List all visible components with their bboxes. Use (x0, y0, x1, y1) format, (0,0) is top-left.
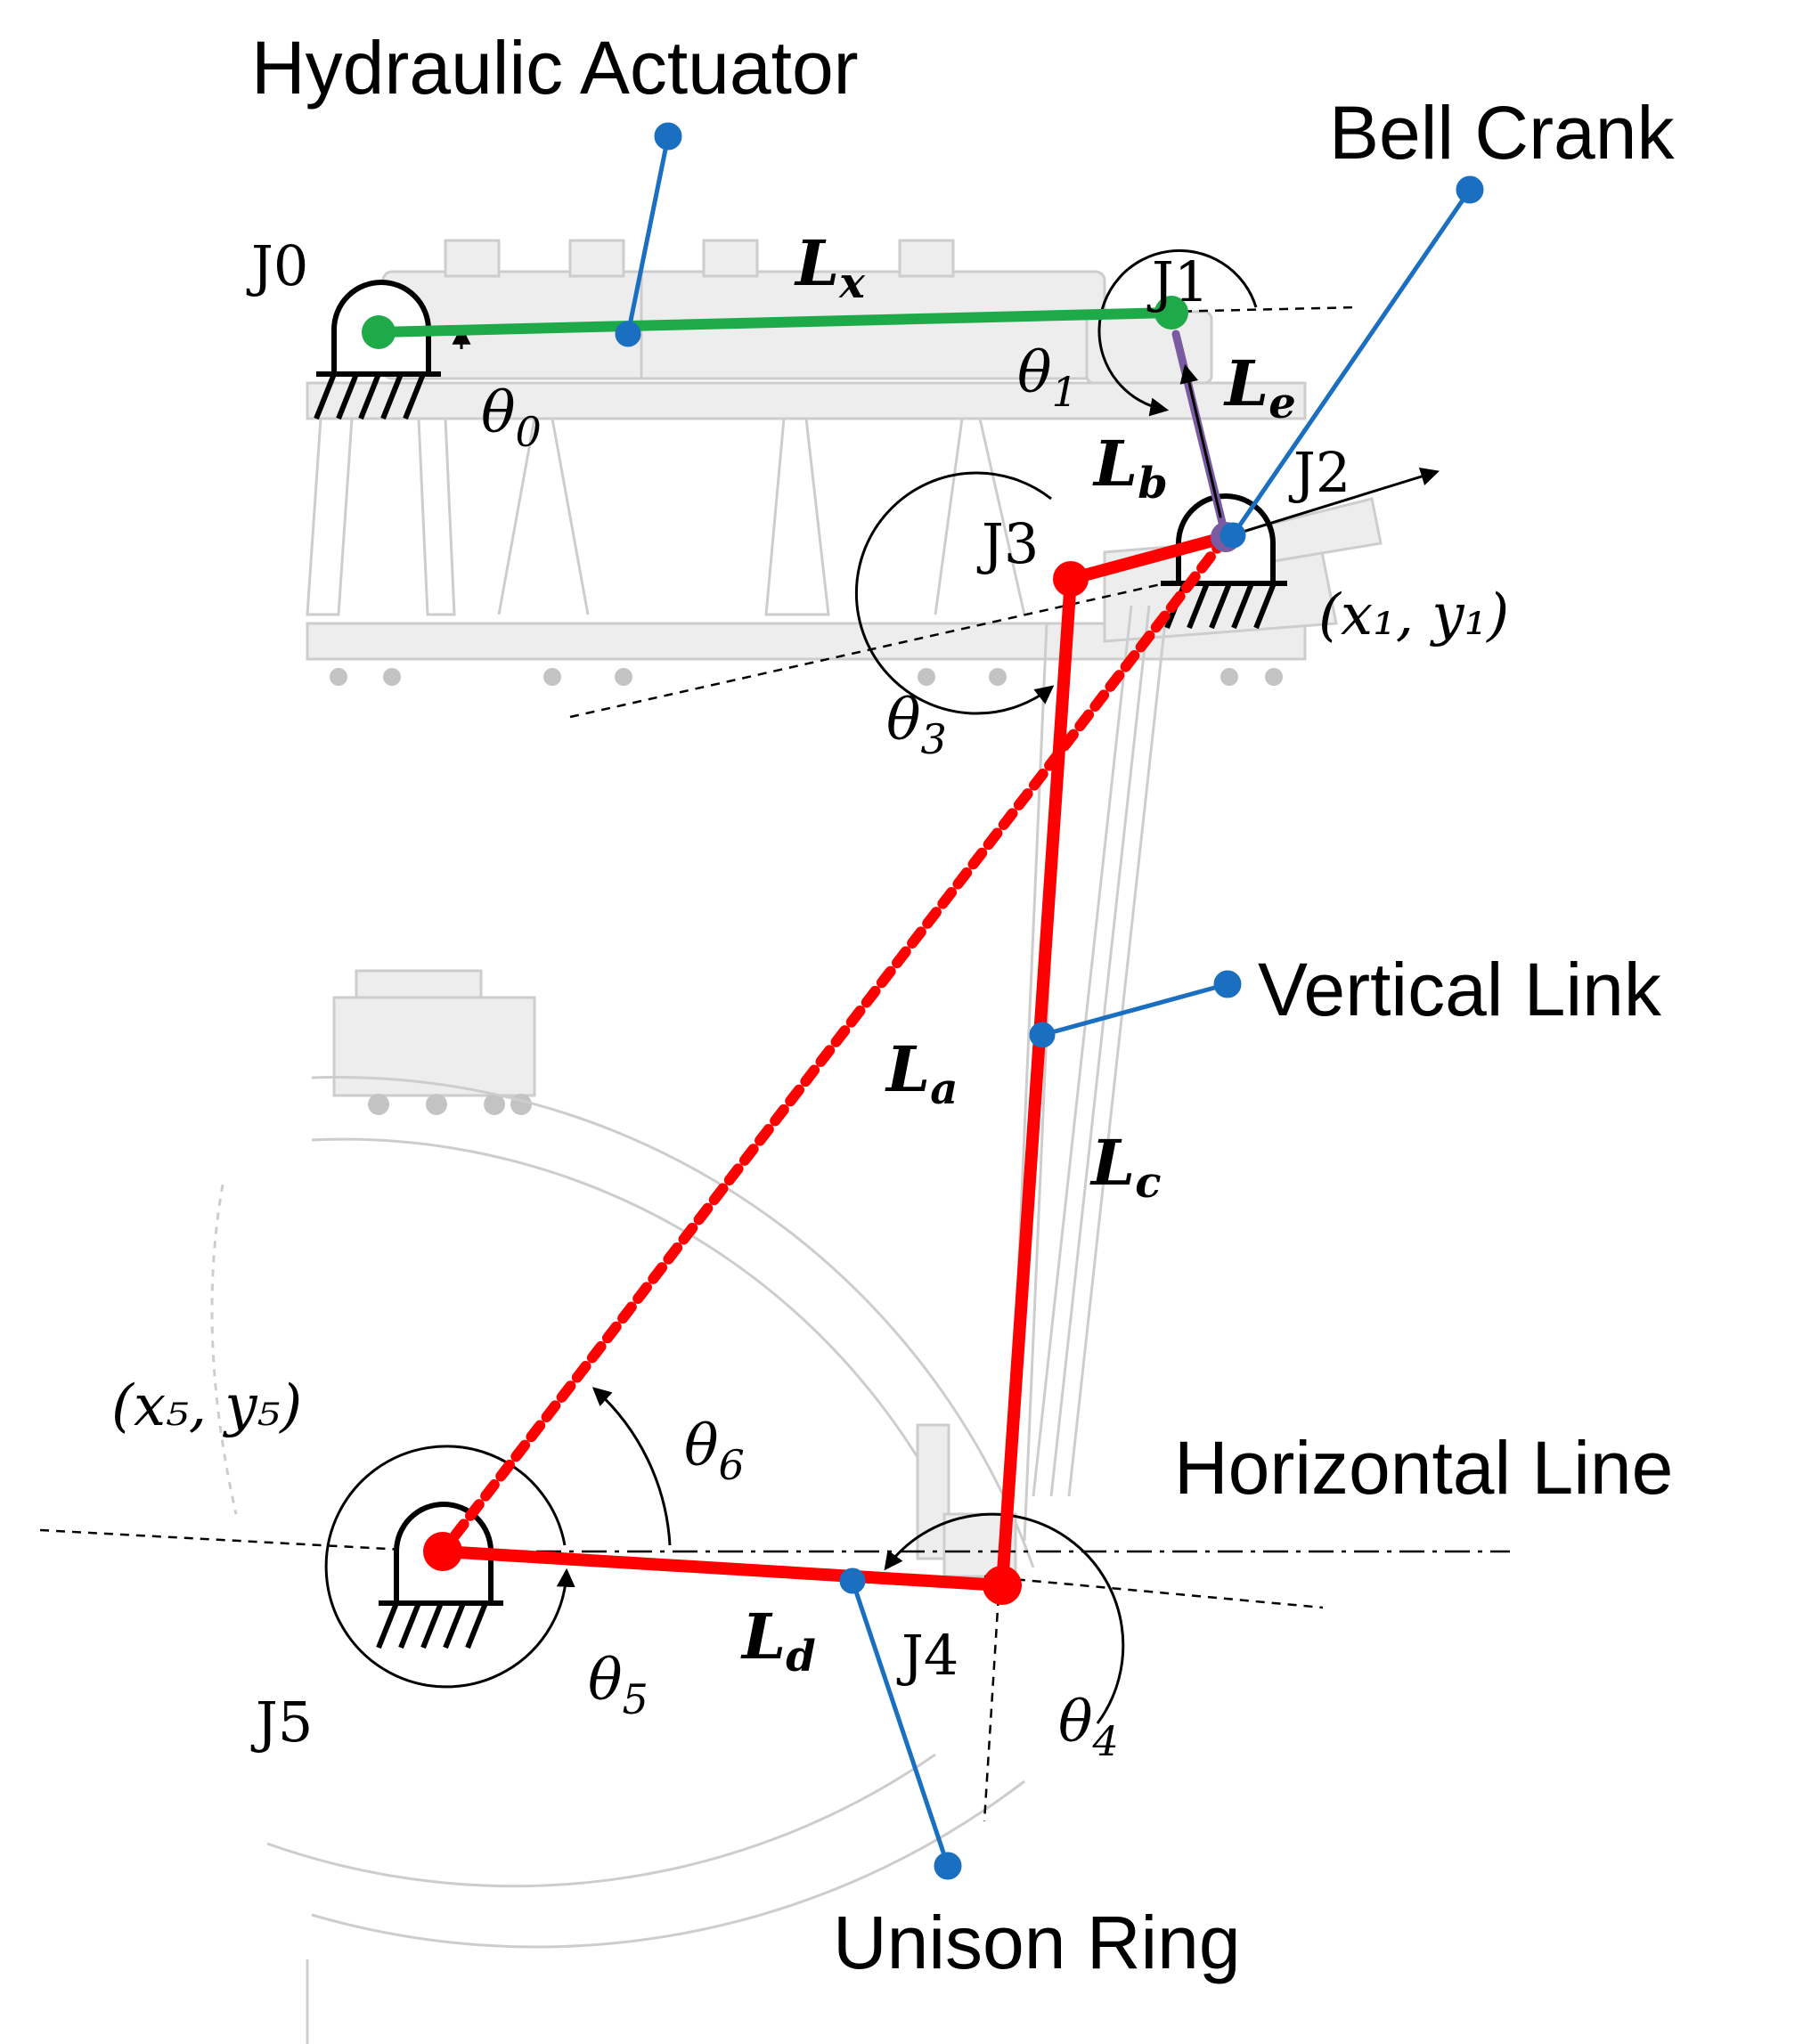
label-j2: J2 (1288, 440, 1350, 505)
length-labels: Lx Le Lb La Lc Ld (740, 226, 1296, 1682)
coordinate-labels: (x₁, y₁) (x₅, y₅) (111, 582, 1509, 1439)
theta1-arc (1097, 248, 1258, 417)
mechanism-links (373, 307, 1440, 1592)
label-j1: J1 (1146, 249, 1209, 314)
callout-leaders (615, 122, 1484, 1880)
label-x1-y1: (x₁, y₁) (1318, 582, 1509, 648)
theta3-arc (854, 471, 1055, 715)
label-j5: J5 (250, 1690, 313, 1755)
bell-crank-link-le-arrow (1179, 363, 1222, 518)
label-lb: Lb (1092, 427, 1168, 509)
callout-unison-ring: Unison Ring (833, 1901, 1241, 1984)
label-j0: J0 (246, 233, 308, 298)
callout-hydraulic-actuator: Hydraulic Actuator (251, 26, 859, 110)
j3-reference-line (569, 577, 1186, 719)
j4-vertical-reference (983, 1580, 1001, 1822)
vertical-link-lc (996, 573, 1077, 1592)
joint-j0 (362, 315, 396, 349)
callout-horizontal-line: Horizontal Line (1174, 1426, 1673, 1510)
label-theta0: θ0 (481, 380, 542, 456)
label-lc: Lc (1089, 1126, 1161, 1208)
theta6-arc (591, 1387, 672, 1546)
label-ld: Ld (740, 1600, 816, 1682)
ring-link-ld (436, 1545, 1008, 1592)
ground-symbol-j5 (376, 1502, 503, 1649)
joint-j4 (983, 1566, 1022, 1605)
joint-j3 (1053, 561, 1089, 597)
label-j3: J3 (976, 511, 1039, 576)
label-theta4: θ4 (1058, 1690, 1119, 1765)
reference-lines (39, 305, 1510, 1822)
j5-reference-line (39, 1528, 437, 1553)
label-la: La (885, 1032, 958, 1114)
label-theta1: θ1 (1017, 340, 1078, 416)
callouts: Hydraulic Actuator Bell Crank Vertical L… (251, 26, 1675, 1984)
bell-crank-link-lb (1065, 531, 1232, 585)
label-le: Le (1223, 346, 1296, 428)
label-x5-y5: (x₅, y₅) (111, 1373, 302, 1439)
angle-labels: θ0 θ1 θ3 θ4 θ5 θ6 (481, 340, 1119, 1765)
label-lx: Lx (794, 226, 866, 308)
label-j4: J4 (896, 1623, 959, 1688)
joint-j1 (1154, 296, 1188, 330)
theta5-arc (324, 1445, 575, 1689)
j4-reference-line (983, 1575, 1324, 1609)
theta4-arc (884, 1512, 1125, 1724)
label-theta6: θ6 (684, 1413, 745, 1489)
callout-vertical-link: Vertical Link (1258, 948, 1662, 1031)
j2-direction-arrow (1224, 467, 1440, 539)
joint-labels: J0 J1 J2 J3 J4 J5 (246, 233, 1350, 1755)
label-theta3: θ3 (886, 688, 947, 763)
callout-bell-crank: Bell Crank (1329, 91, 1675, 175)
joint-j5 (423, 1532, 462, 1571)
actuator-link-lx (373, 307, 1177, 338)
label-theta5: θ5 (588, 1648, 649, 1723)
virtual-link-la (437, 532, 1231, 1557)
